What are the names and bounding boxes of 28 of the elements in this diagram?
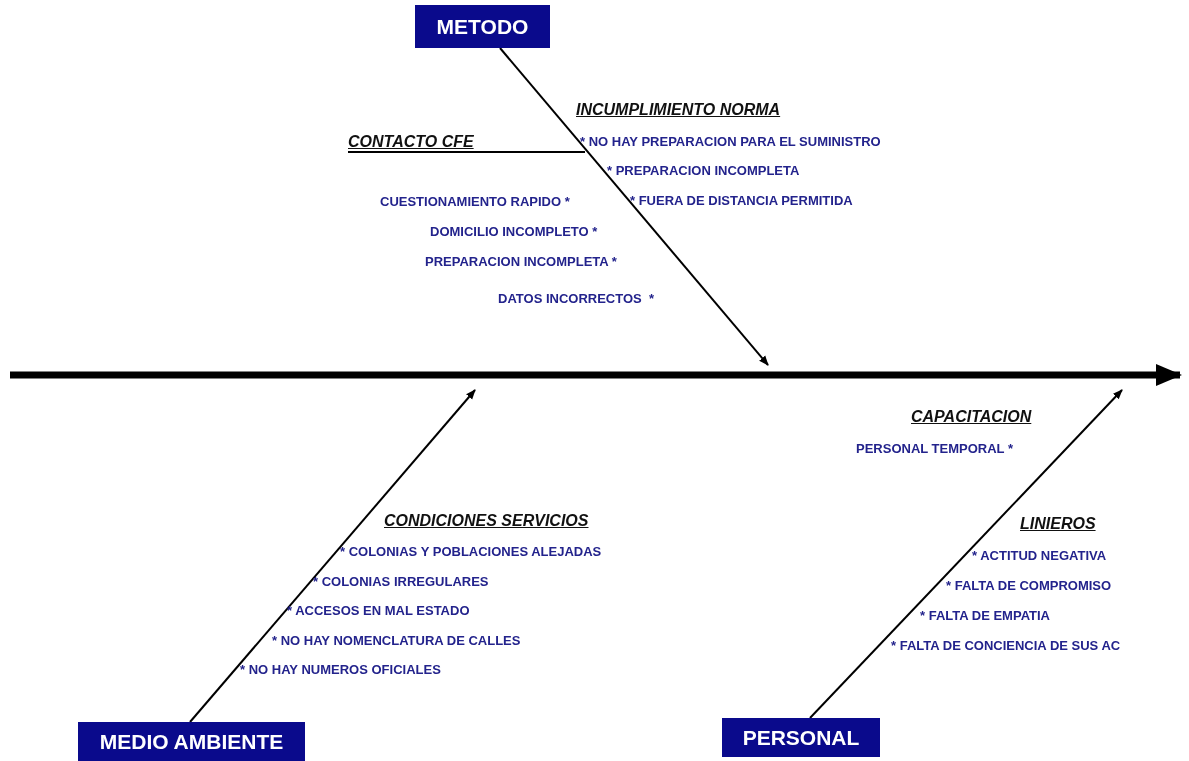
cause-text: * FALTA DE EMPATIA [920,608,1050,625]
cause-text: PREPARACION INCOMPLETA * [425,254,617,271]
cause-text: * ACCESOS EN MAL ESTADO [287,603,470,620]
category-box: MEDIO AMBIENTE [78,722,305,761]
branch-heading: LINIEROS [1020,514,1096,534]
cause-text: CUESTIONAMIENTO RAPIDO * [380,194,570,211]
cause-text: * PREPARACION INCOMPLETA [607,163,800,180]
cause-text: DATOS INCORRECTOS * [498,291,655,308]
branch-heading: CAPACITACION [911,407,1032,427]
branch-heading: CONTACTO CFE [348,132,474,152]
cause-text: * NO HAY PREPARACION PARA EL SUMINISTRO [580,134,881,151]
arrow [189,389,476,723]
cause-text: * FALTA DE CONCIENCIA DE SUS AC [891,638,1121,655]
category-box: METODO [415,5,550,48]
branch-heading: CONDICIONES SERVICIOS [384,511,589,531]
arrow [809,389,1123,719]
cause-text: * COLONIAS Y POBLACIONES ALEJADAS [340,544,602,561]
cause-text: * COLONIAS IRREGULARES [313,574,489,591]
cause-text: PERSONAL TEMPORAL * [856,441,1013,458]
cause-text: * NO HAY NOMENCLATURA DE CALLES [272,633,521,650]
cause-text: * FUERA DE DISTANCIA PERMITIDA [630,193,853,210]
cause-text: * NO HAY NUMEROS OFICIALES [240,662,441,679]
cause-text: * ACTITUD NEGATIVA [972,548,1107,565]
branch-heading: INCUMPLIMIENTO NORMA [576,100,781,120]
category-box: PERSONAL [722,718,880,757]
cause-text: DOMICILIO INCOMPLETO * [430,224,598,241]
cause-text: * FALTA DE COMPROMISO [946,578,1112,595]
arrow [499,47,769,366]
